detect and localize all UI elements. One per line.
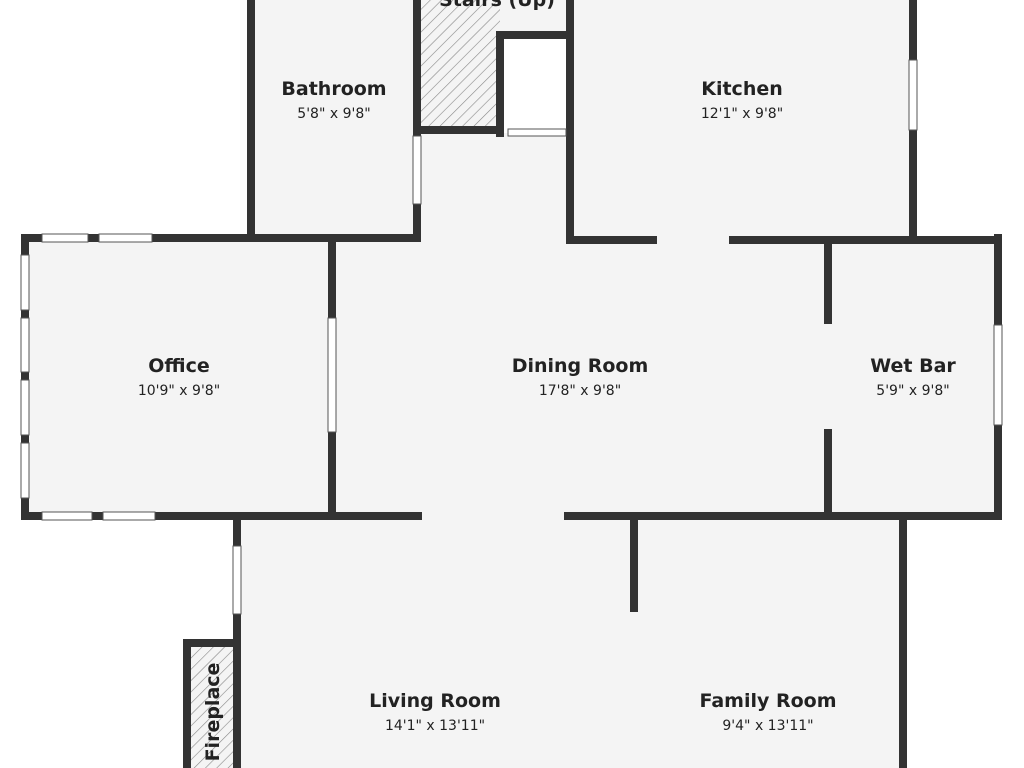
office-window (102, 511, 156, 521)
office-window (41, 511, 93, 521)
room-name-wet-bar: Wet Bar (870, 355, 956, 377)
office-window (98, 233, 153, 243)
room-dims-dining-room: 17'8" x 9'8" (539, 383, 621, 399)
office-window (41, 233, 89, 243)
office-window (20, 379, 30, 436)
living-room-window (232, 545, 242, 615)
windows (20, 59, 1003, 615)
closet (504, 39, 566, 133)
kitchen-window (908, 59, 918, 131)
stairs-label: Stairs (Up) (439, 0, 555, 11)
walls (21, 0, 1002, 768)
room-dims-wet-bar: 5'9" x 9'8" (876, 383, 949, 399)
room-name-bathroom: Bathroom (281, 78, 386, 100)
room-dims-office: 10'9" x 9'8" (138, 383, 220, 399)
floor-area (25, 0, 1000, 768)
fireplace-hatch (191, 647, 233, 768)
room-dims-living-room: 14'1" x 13'11" (385, 718, 485, 734)
bathroom-door-opening (412, 135, 422, 205)
wet-bar-window (993, 324, 1003, 426)
closet-door (507, 128, 567, 137)
room-name-kitchen: Kitchen (701, 78, 783, 100)
office-window (20, 317, 30, 373)
room-name-family-room: Family Room (699, 690, 836, 712)
room-dims-kitchen: 12'1" x 9'8" (701, 106, 783, 122)
room-name-office: Office (148, 355, 210, 377)
room-dims-family-room: 9'4" x 13'11" (722, 718, 813, 734)
room-name-living-room: Living Room (369, 690, 501, 712)
fireplace-label: Fireplace (202, 663, 224, 762)
room-dims-bathroom: 5'8" x 9'8" (297, 106, 370, 122)
office-door-opening (327, 317, 337, 433)
room-name-dining-room: Dining Room (512, 355, 649, 377)
office-window (20, 254, 30, 311)
stairs-hatch (421, 0, 500, 130)
office-window (20, 442, 30, 499)
